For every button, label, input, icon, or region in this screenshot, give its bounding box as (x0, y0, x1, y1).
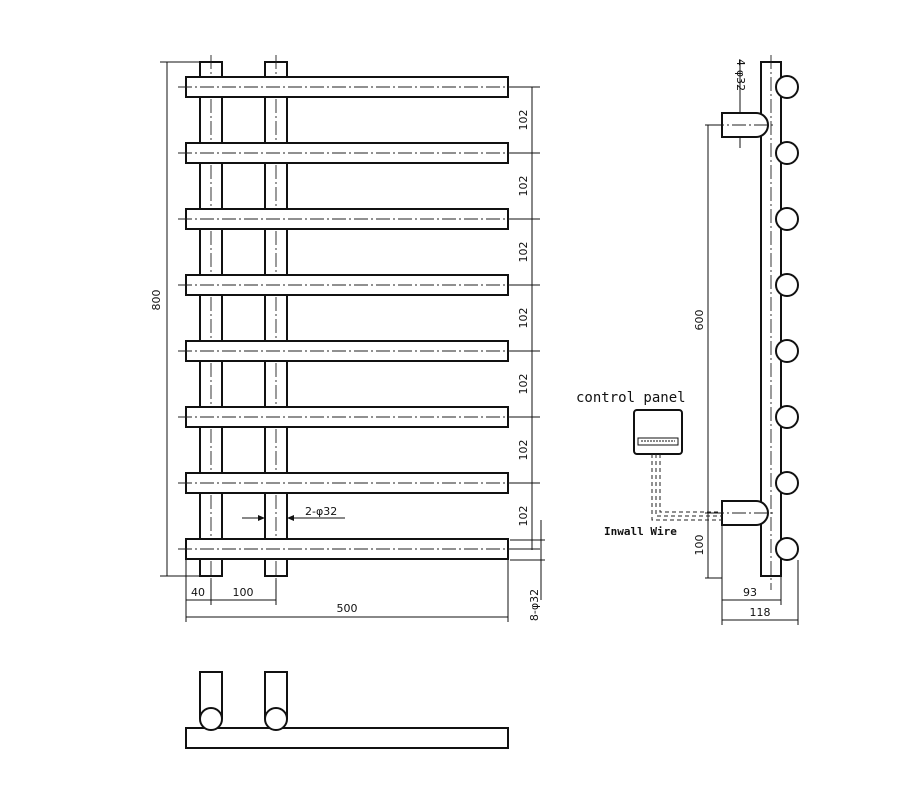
bar-diameter-dimension: 8-φ32 (510, 520, 545, 621)
post-diameter-label: 2-φ32 (305, 505, 337, 518)
fitting-height-label: 600 (693, 310, 706, 331)
control-panel-label: control panel (576, 390, 686, 406)
bar-end-5 (775, 339, 799, 363)
spacing-label-1: 102 (517, 110, 530, 131)
bar-end-2 (775, 141, 799, 165)
top-view-bar (185, 727, 509, 749)
top-view-left-tube (199, 707, 223, 731)
bar-ends (775, 75, 799, 561)
inwall-wire-label: Inwall Wire (604, 525, 677, 538)
spacing-dimension: 102 102 102 102 102 102 102 (510, 86, 540, 550)
top-view-right-tube (264, 707, 288, 731)
bar-end-3 (775, 207, 799, 231)
spacing-label-3: 102 (517, 242, 530, 263)
spacing-label-2: 102 (517, 176, 530, 197)
spacing-label-6: 102 (517, 440, 530, 461)
spacing-label-5: 102 (517, 374, 530, 395)
spacing-label-7: 102 (517, 506, 530, 527)
post-diameter-dimension: 2-φ32 (242, 505, 345, 521)
side-view: 4-φ32 600 100 93 118 control panel (576, 55, 799, 625)
control-panel-box (633, 409, 683, 455)
height-label: 800 (150, 290, 163, 311)
bar-end-1 (775, 75, 799, 99)
fitting-diameter-label: 4-φ32 (734, 59, 747, 91)
horizontal-bars (178, 76, 518, 560)
depth-inner-label: 93 (743, 586, 757, 599)
width-label: 500 (337, 602, 358, 615)
bar-end-8 (775, 537, 799, 561)
vertical-posts (199, 55, 288, 590)
bar-end-6 (775, 405, 799, 429)
spacing-label-4: 102 (517, 308, 530, 329)
bottom-offset-label: 100 (693, 535, 706, 556)
offset-label: 40 (191, 586, 205, 599)
depth-outer-label: 118 (750, 606, 771, 619)
top-view (185, 671, 509, 749)
height-dimension: 800 (150, 61, 200, 577)
bar-diameter-label: 8-φ32 (528, 589, 541, 621)
bar-end-4 (775, 273, 799, 297)
post-spacing-label: 100 (233, 586, 254, 599)
width-dimensions: 40 100 500 (185, 560, 509, 622)
inwall-wire (651, 454, 722, 521)
bar-end-7 (775, 471, 799, 495)
front-view: 800 102 102 102 102 102 102 102 8-φ3 (150, 55, 545, 622)
